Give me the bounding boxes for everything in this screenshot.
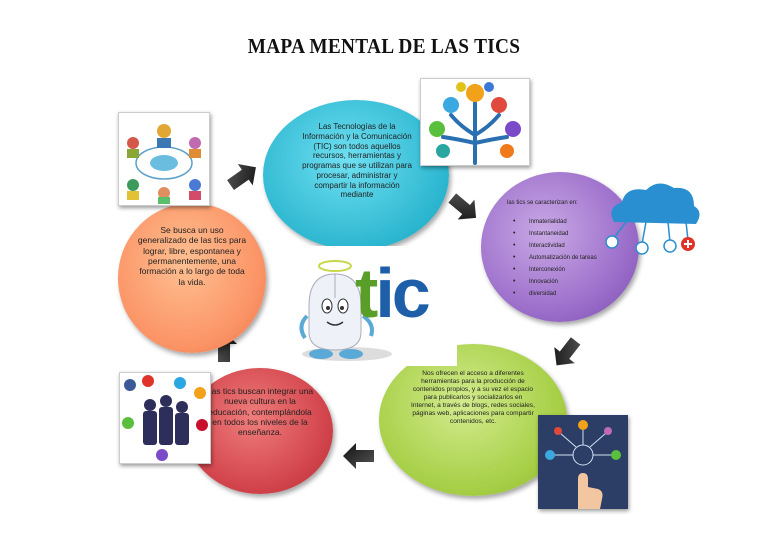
list-item: Innovación: [513, 276, 597, 288]
arrow-icon: [554, 337, 581, 366]
cloud-network-image: [596, 178, 706, 260]
people-network-image: [118, 112, 210, 206]
logo-text: tic: [355, 254, 431, 332]
network-tree-icon: [429, 82, 521, 165]
arrow-icon: [343, 443, 374, 469]
definition-text: Las Tecnologías de la Información y la C…: [302, 122, 412, 200]
definition-node: Las Tecnologías de la Información y la C…: [263, 100, 449, 250]
list-item: diversidad: [513, 288, 597, 300]
arrow-icon: [448, 193, 477, 220]
page-title: MAPA MENTAL DE LAS TICS: [247, 34, 521, 58]
list-item: Inmaterialidad: [513, 216, 597, 228]
list-item: Interactividad: [513, 240, 597, 252]
business-people-icon: [122, 375, 208, 461]
purpose-text: Se busca un uso generalizado de las tics…: [137, 225, 247, 287]
hand-touch-network-image: [538, 415, 628, 509]
tools-node: Nos ofrecen el acceso a diferentes herra…: [379, 344, 567, 496]
tic-logo: tic tic: [287, 246, 457, 366]
cloud-network-icon: [605, 183, 700, 255]
culture-node: Las tics buscan integrar una nueva cultu…: [187, 368, 333, 494]
arrow-icon: [227, 164, 256, 190]
network-tree-image: [420, 78, 530, 166]
tools-text: Nos ofrecen el acceso a diferentes herra…: [411, 370, 535, 426]
characteristics-heading: las tics se caracterizan en:: [507, 200, 578, 206]
business-people-image: [119, 372, 211, 464]
list-item: Automatización de tareas: [513, 252, 597, 264]
culture-text: Las tics buscan integrar una nueva cultu…: [206, 386, 314, 438]
people-network-icon: [127, 124, 201, 204]
characteristics-list: Inmaterialidad Instantaneidad Interactiv…: [509, 216, 597, 300]
list-item: Interconexión: [513, 264, 597, 276]
list-item: Instantaneidad: [513, 228, 597, 240]
purpose-node: Se busca un uso generalizado de las tics…: [118, 203, 266, 353]
mouse-mascot-icon: [299, 260, 392, 361]
hand-touch-network-icon: [545, 420, 621, 509]
